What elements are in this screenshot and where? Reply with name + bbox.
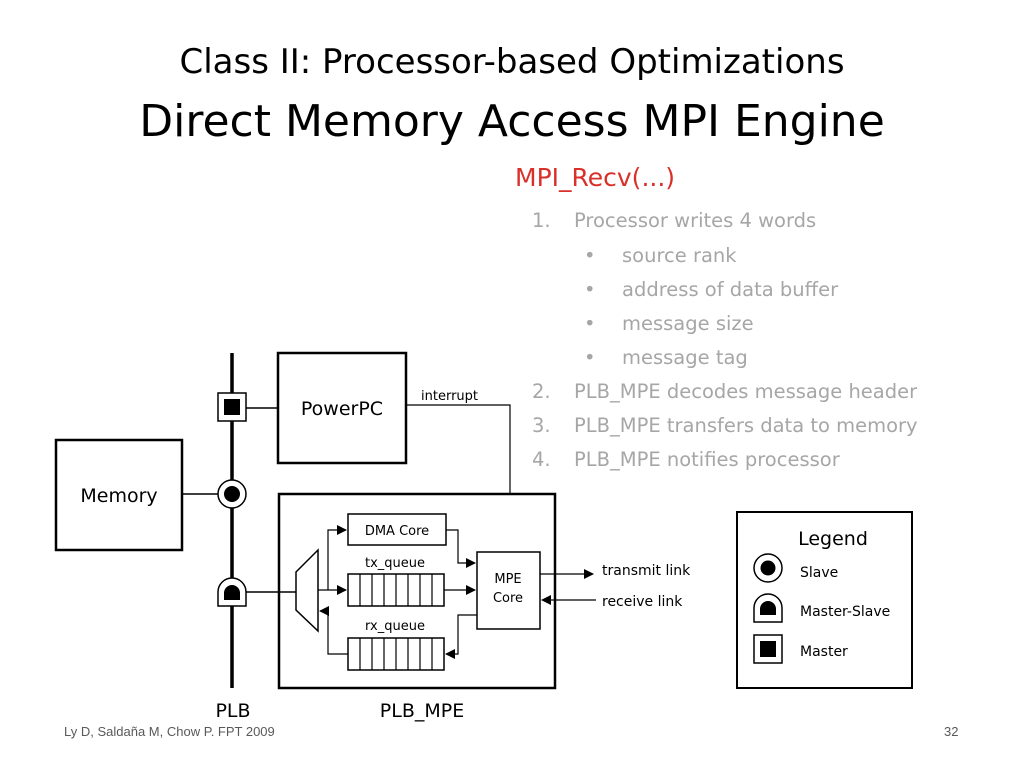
substep-text: message size	[622, 312, 754, 335]
legend-master-slave-label: Master-Slave	[800, 604, 890, 620]
interrupt-label: interrupt	[421, 389, 478, 404]
master-connector-icon	[217, 392, 247, 422]
legend-title: Legend	[798, 528, 868, 550]
step-number: 3.	[532, 414, 551, 437]
substep-text: address of data buffer	[622, 278, 839, 301]
memory-box	[54, 438, 184, 552]
rx-queue-label: rx_queue	[365, 619, 425, 634]
legend-slave-label: Slave	[800, 565, 838, 581]
step-number: 4.	[532, 448, 551, 471]
rx-queue-icon	[347, 637, 445, 671]
bullet-icon: •	[584, 312, 596, 335]
master-slave-connector-icon	[217, 577, 247, 607]
substep-text: source rank	[622, 244, 737, 267]
bullet-icon: •	[584, 278, 596, 301]
mux-shape	[295, 548, 319, 633]
legend-master-label: Master	[800, 644, 848, 660]
function-name: MPI_Recv(...)	[515, 163, 676, 192]
slide-title-line1: Class II: Processor-based Optimizations	[179, 42, 845, 82]
page-number: 32	[944, 724, 959, 739]
step-text: Processor writes 4 words	[574, 209, 817, 232]
tx-queue-label: tx_queue	[365, 556, 425, 571]
step-number: 1.	[532, 209, 551, 232]
powerpc-label: PowerPC	[301, 398, 383, 420]
bullet-icon: •	[584, 346, 596, 369]
bullet-icon: •	[584, 244, 596, 267]
slide-title-line2: Direct Memory Access MPI Engine	[139, 96, 885, 147]
step-text: PLB_MPE notifies processor	[574, 448, 840, 471]
substep-text: message tag	[622, 346, 748, 369]
mpe-core-box	[476, 551, 541, 630]
step-text: PLB_MPE decodes message header	[574, 380, 918, 403]
step-text: PLB_MPE transfers data to memory	[574, 414, 918, 437]
dma-core-label: DMA Core	[365, 524, 429, 539]
powerpc-box	[276, 351, 408, 465]
legend-master-icon	[753, 634, 783, 664]
dma-core-box	[347, 513, 447, 546]
footer-citation: Ly D, Saldaña M, Chow P. FPT 2009	[64, 724, 275, 739]
mpe-core-label-line2: Core	[493, 591, 523, 606]
legend-slave-icon	[753, 553, 783, 583]
receive-link-label: receive link	[602, 594, 683, 610]
step-number: 2.	[532, 380, 551, 403]
slave-connector-icon	[217, 479, 247, 509]
tx-queue-icon	[347, 573, 445, 607]
transmit-link-label: transmit link	[602, 563, 691, 579]
plb-mpe-label: PLB_MPE	[380, 700, 464, 722]
legend-master-slave-icon	[753, 593, 783, 623]
plb-label: PLB	[215, 700, 250, 722]
memory-label: Memory	[80, 485, 157, 507]
internal-connections	[318, 525, 477, 659]
mpe-core-label-line1: MPE	[494, 572, 521, 587]
